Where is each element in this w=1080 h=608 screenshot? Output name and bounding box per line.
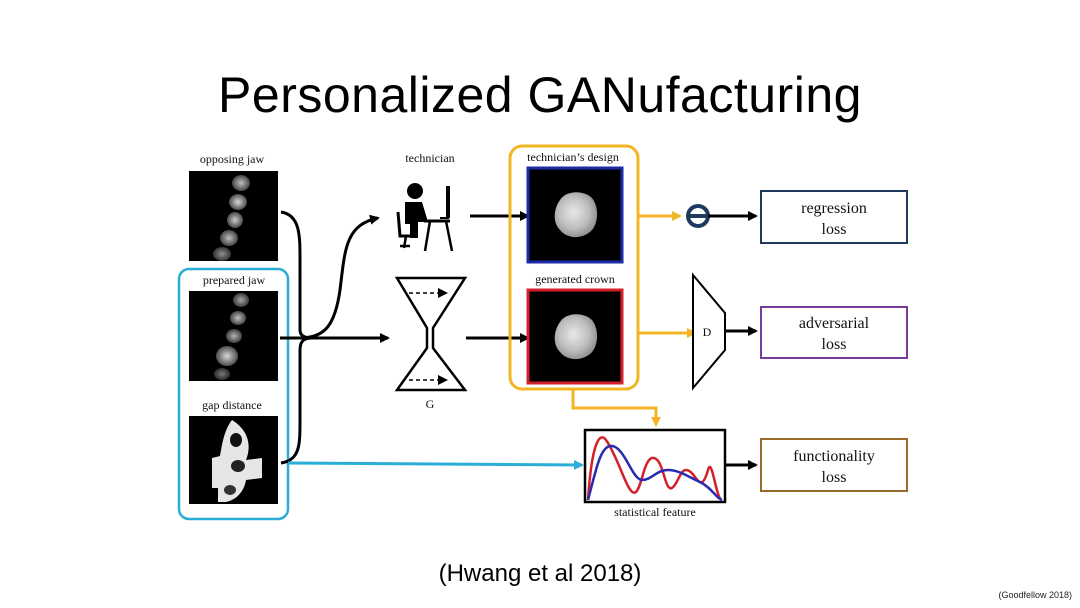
regression-loss-line1: regression [801, 200, 867, 217]
generator-block [394, 276, 468, 392]
prepared-jaw-image [189, 291, 278, 381]
subtract-operator-icon [686, 204, 710, 228]
slide-title: Personalized GANufacturing [218, 67, 862, 123]
adversarial-loss-line1: adversarial [799, 315, 870, 332]
generated-crown-image [526, 288, 624, 385]
gap-distance-connector [280, 336, 313, 465]
statistical-feature-plot [583, 428, 727, 504]
functionality-loss-line2: loss [822, 469, 847, 486]
opposing-jaw-label: opposing jaw [200, 152, 265, 166]
credit-note: (Goodfellow 2018) [998, 590, 1072, 600]
functionality-loss-line1: functionality [793, 448, 875, 465]
citation: (Hwang et al 2018) [438, 560, 642, 587]
adversarial-loss-line2: loss [822, 336, 847, 353]
prepared-jaw-label: prepared jaw [203, 273, 266, 287]
generated-crown-label: generated crown [535, 272, 615, 286]
technician-label: technician [405, 151, 454, 165]
functionality-loss-box: functionality loss [760, 438, 908, 492]
technicians-design-image [526, 166, 624, 264]
generator-label: G [426, 397, 435, 411]
opposing-jaw-connector [280, 210, 313, 340]
technicians-design-label: technician’s design [527, 150, 619, 164]
regression-loss-line2: loss [822, 221, 847, 238]
opposing-jaw-image [189, 171, 278, 261]
crown-to-feature-arrow [571, 389, 661, 427]
to-technician-arrow [299, 214, 380, 340]
statistical-feature-label: statistical feature [614, 505, 696, 519]
technician-icon [396, 183, 454, 252]
gap-distance-image [189, 416, 278, 504]
regression-loss-box: regression loss [760, 190, 908, 244]
input-group-frame [177, 267, 290, 521]
gap-to-feature-arrow [287, 459, 584, 470]
discriminator-label: D [703, 325, 712, 339]
adversarial-loss-box: adversarial loss [760, 306, 908, 359]
discriminator-block [692, 272, 726, 391]
gap-distance-label: gap distance [202, 398, 262, 412]
